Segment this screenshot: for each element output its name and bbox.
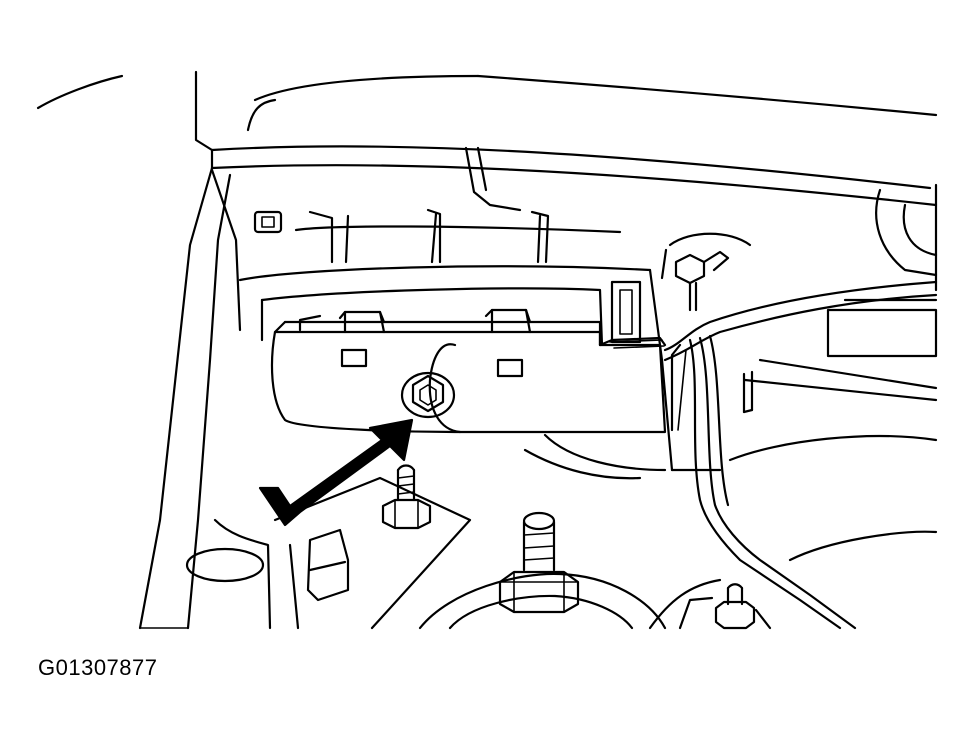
module-mounting-nut	[400, 371, 456, 419]
bracket-lugs	[294, 208, 622, 264]
wiring-harness	[663, 280, 938, 630]
lower-right-stud	[678, 583, 772, 630]
left-fender	[138, 166, 283, 630]
strut-tower	[273, 433, 938, 630]
figure-id-label: G01307877	[38, 655, 158, 680]
cowl-panel	[36, 70, 938, 292]
electronic-module	[270, 308, 667, 434]
callout-arrow-icon	[258, 418, 414, 527]
strut-center-stud	[498, 511, 580, 614]
upper-right-stud	[660, 232, 752, 312]
shelf-recess	[238, 265, 674, 472]
strut-small-stud	[381, 464, 432, 530]
